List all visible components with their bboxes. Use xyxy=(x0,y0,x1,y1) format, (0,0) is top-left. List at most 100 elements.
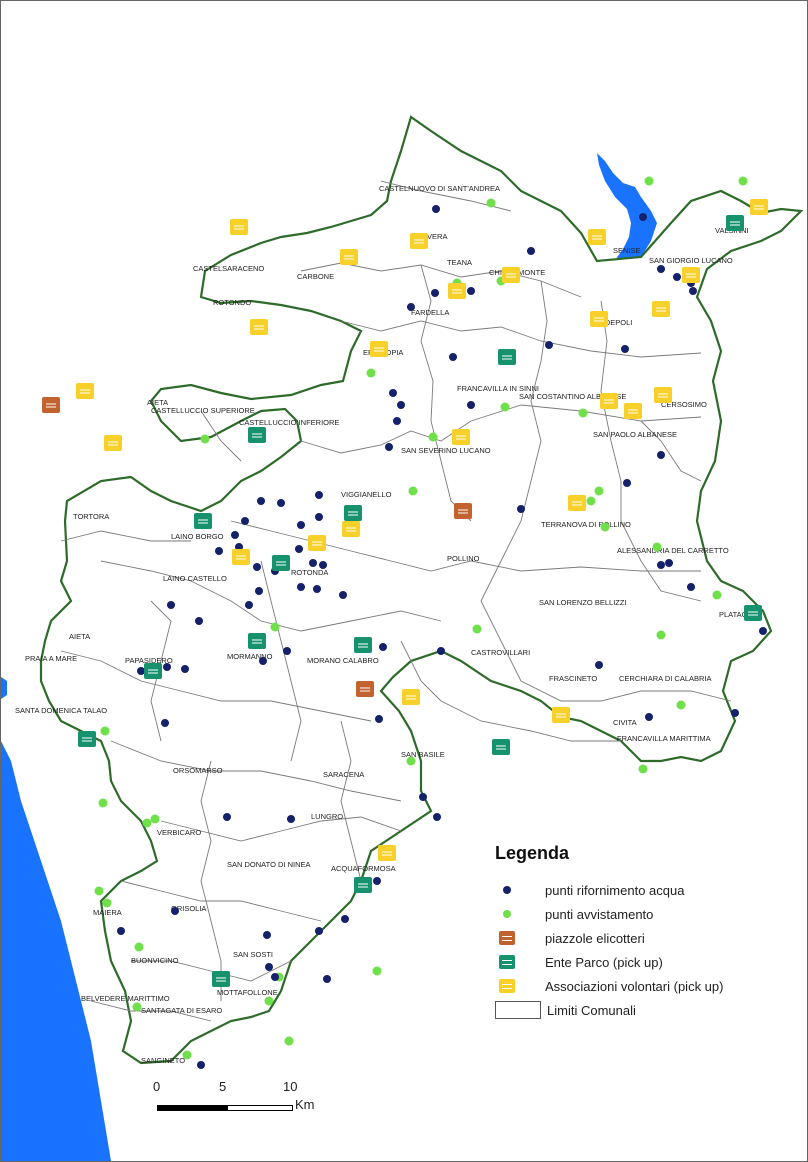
ente-parco-pickup-icon xyxy=(726,215,744,231)
ente-parco-pickup-icon xyxy=(744,605,762,621)
town-label: FRANCAVILLA MARITTIMA xyxy=(617,734,711,743)
association-pickup-icon xyxy=(652,301,670,317)
watch-point-dot xyxy=(600,522,610,532)
town-label: CERSOSIMO xyxy=(661,400,707,409)
water-point-dot xyxy=(397,401,405,409)
watch-point-dot xyxy=(264,996,274,1006)
ente-parco-pickup-icon xyxy=(354,877,372,893)
water-point-dot xyxy=(389,389,397,397)
water-point-dot xyxy=(167,601,175,609)
town-label: MOTTAFOLLONE xyxy=(217,988,278,997)
watch-point-dot xyxy=(500,402,510,412)
ente-parco-pickup-icon-glyph xyxy=(502,355,512,360)
town-label: CERCHIARA DI CALABRIA xyxy=(619,674,712,683)
association-pickup-icon-glyph xyxy=(594,317,604,322)
scale-tick-10: 10 xyxy=(283,1079,298,1094)
water-point-dot xyxy=(241,517,249,525)
town-label: VIGGIANELLO xyxy=(341,490,392,499)
town-label: SAN LORENZO BELLIZZI xyxy=(539,598,627,607)
water-point-dot xyxy=(245,601,253,609)
watch-point-dot xyxy=(738,176,748,186)
sea-area xyxy=(1,741,111,1161)
town-label: SAN GIORGIO LUCANO xyxy=(649,256,733,265)
water-point-dot xyxy=(341,915,349,923)
legend-item-water: punti rifornimento acqua xyxy=(495,878,795,902)
association-pickup-icon-glyph xyxy=(312,541,322,546)
ente-parco-pickup-icon xyxy=(78,731,96,747)
town-label: FARDELLA xyxy=(411,308,449,317)
water-point-dot xyxy=(595,661,603,669)
town-label: CASTROVILLARI xyxy=(471,648,530,657)
lake-area xyxy=(597,153,657,273)
association-pickup-icon-glyph xyxy=(254,325,264,330)
town-label: SAN SOSTI xyxy=(233,950,273,959)
water-point-dot xyxy=(163,663,171,671)
association-pickup-icon xyxy=(502,267,520,283)
legend-label: Associazioni volontari (pick up) xyxy=(545,978,724,994)
association-pickup-icon-glyph xyxy=(686,273,696,278)
association-pickup-icon xyxy=(410,233,428,249)
association-pickup-icon-glyph xyxy=(556,713,566,718)
watch-point-dot xyxy=(150,814,160,824)
ente-parco-pickup-icon-glyph xyxy=(496,745,506,750)
water-point-dot xyxy=(297,583,305,591)
association-pickup-icon-glyph xyxy=(374,347,384,352)
town-label: CALVERA xyxy=(413,232,447,241)
watch-point-dot xyxy=(676,700,686,710)
water-point-dot xyxy=(419,793,427,801)
town-label: NOEPOLI xyxy=(599,318,632,327)
watch-point-dot xyxy=(578,408,588,418)
water-point-dot xyxy=(215,547,223,555)
watch-point-dot xyxy=(486,198,496,208)
town-label: TORTORA xyxy=(73,512,109,521)
water-point-dot xyxy=(665,559,673,567)
water-point-dot xyxy=(161,719,169,727)
scale-tick-0: 0 xyxy=(153,1079,161,1094)
water-point-dot xyxy=(255,587,263,595)
association-icons xyxy=(76,199,768,861)
legend-label: punti avvistamento xyxy=(545,906,654,922)
watch-point-dot xyxy=(406,756,416,766)
association-pickup-icon xyxy=(342,521,360,537)
water-point-dot xyxy=(731,709,739,717)
water-point-dot xyxy=(263,931,271,939)
ente-parco-pickup-icon xyxy=(144,663,162,679)
water-point-dot xyxy=(407,303,415,311)
water-point-dot xyxy=(545,341,553,349)
water-point-dot xyxy=(517,505,525,513)
watch-point-dot xyxy=(102,898,112,908)
association-pickup-icon-glyph xyxy=(754,205,764,210)
watch-point-dot xyxy=(712,590,722,600)
water-point-dot xyxy=(297,521,305,529)
water-point-dot xyxy=(432,205,440,213)
town-label: LUNGRO xyxy=(311,812,343,821)
helicopter-pad-icon-glyph xyxy=(458,509,468,514)
town-label: LAINO CASTELLO xyxy=(163,574,227,583)
association-pickup-icon xyxy=(568,495,586,511)
helicopter-pad-icon xyxy=(42,397,60,413)
helicopter-pad-icon-glyph xyxy=(46,403,56,408)
water-point-dot xyxy=(657,265,665,273)
water-point-dot xyxy=(223,813,231,821)
water-point-dot xyxy=(259,657,267,665)
association-pickup-icon-glyph xyxy=(572,501,582,506)
association-pickup-icon-glyph xyxy=(80,389,90,394)
water-point-dot xyxy=(673,273,681,281)
legend: Legenda punti rifornimento acqua punti a… xyxy=(495,843,795,1022)
town-label: PRAIA A MARE xyxy=(25,654,77,663)
legend-title: Legenda xyxy=(495,843,570,863)
watch-point-dot xyxy=(586,496,596,506)
association-pickup-icon-glyph xyxy=(658,393,668,398)
sea-area-north xyxy=(1,677,7,699)
water-point-dot xyxy=(379,643,387,651)
association-pickup-icon xyxy=(104,435,122,451)
town-label: TEANA xyxy=(447,258,472,267)
ente-parco-pickup-icon xyxy=(344,505,362,521)
town-label: MORANO CALABRO xyxy=(307,656,379,665)
water-point-dot xyxy=(467,401,475,409)
watch-point-dot xyxy=(200,434,210,444)
association-pickup-icon xyxy=(552,707,570,723)
town-label: ROTONDA xyxy=(291,568,328,577)
